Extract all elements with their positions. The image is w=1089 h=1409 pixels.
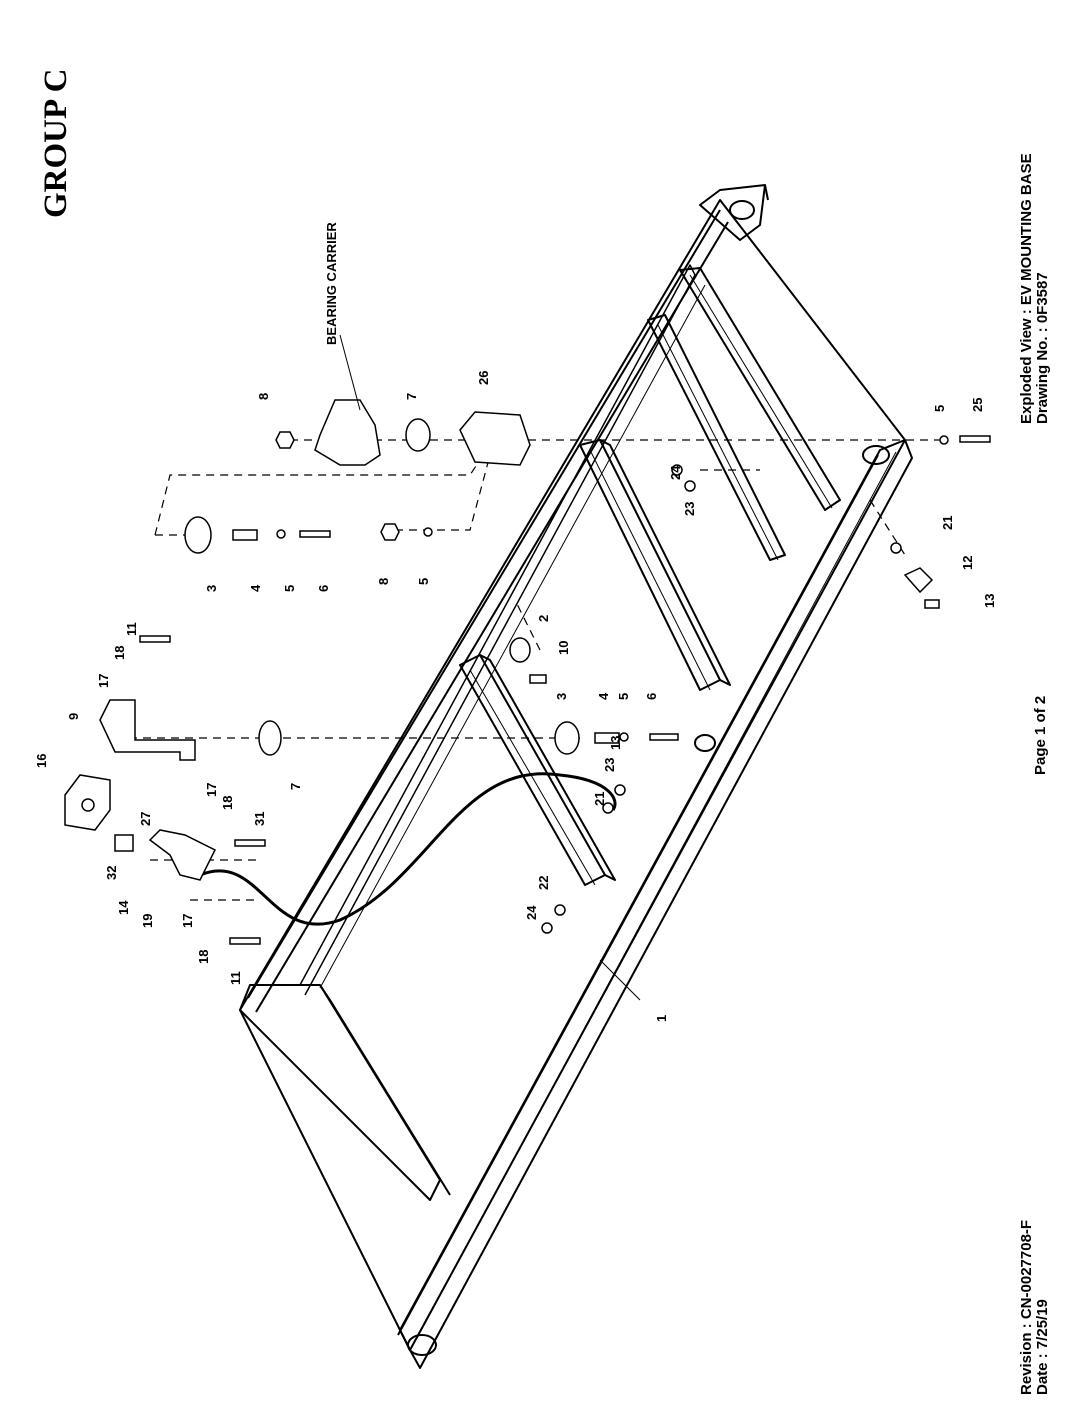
end-plate-right: [700, 185, 765, 240]
callout-1: 1: [654, 1015, 669, 1022]
callout-18c: 18: [196, 950, 211, 964]
frame-outline: [240, 200, 905, 1350]
callout-5c: 5: [616, 693, 631, 700]
callout-27: 27: [138, 812, 153, 826]
callout-9: 9: [66, 713, 81, 720]
callout-5b: 5: [416, 578, 431, 585]
assembly-lines: [115, 440, 940, 900]
callout-6a: 6: [316, 585, 331, 592]
callout-3a: 3: [204, 585, 219, 592]
callout-11a: 11: [124, 622, 139, 636]
callout-23a: 23: [602, 758, 617, 772]
callout-19: 19: [140, 914, 155, 928]
callout-4b: 4: [596, 692, 611, 700]
bolt-part: [300, 531, 330, 537]
bolt-part: [925, 600, 939, 608]
callout-6b: 6: [644, 693, 659, 700]
callout-7b: 7: [404, 393, 419, 400]
bolt-part: [530, 675, 546, 683]
bolt-part: [140, 636, 170, 642]
callout-13a: 13: [608, 736, 623, 750]
callout-21b: 21: [940, 516, 955, 530]
callout-22: 22: [536, 876, 551, 890]
callout-4a: 4: [248, 584, 263, 592]
callout-16: 16: [34, 754, 49, 768]
washer-part: [940, 436, 948, 444]
callout-13b: 13: [982, 594, 997, 608]
callout-7a: 7: [288, 783, 303, 790]
end-hole-right: [863, 446, 889, 464]
callout-12: 12: [960, 556, 975, 570]
callout-18b: 18: [220, 796, 235, 810]
bearing-carrier-label: BEARING CARRIER: [324, 222, 339, 345]
bearing-carrier-part: [315, 400, 380, 465]
washer-part: [424, 528, 432, 536]
callout-14: 14: [116, 900, 131, 915]
callout-24a: 24: [524, 905, 539, 920]
callout-25: 25: [970, 398, 985, 412]
callout-32: 32: [104, 866, 119, 880]
callout-18a: 18: [112, 646, 127, 660]
callout-17a: 17: [96, 674, 111, 688]
callout-5a: 5: [282, 585, 297, 592]
clamp-part: [510, 638, 530, 662]
callout-21a: 21: [592, 792, 607, 806]
bracket-9-part: [100, 700, 195, 760]
parts: [65, 400, 990, 944]
block-32-part: [115, 835, 133, 851]
callout-26: 26: [476, 371, 491, 385]
callout-8a: 8: [376, 578, 391, 585]
callout-10: 10: [556, 641, 571, 655]
callout-17b: 17: [204, 783, 219, 797]
nut-part: [381, 524, 399, 540]
washer-part: [277, 530, 285, 538]
rubber-mount-part: [406, 419, 430, 451]
callout-3b: 3: [554, 693, 569, 700]
cross-member-2: [580, 440, 720, 690]
spacer-part: [233, 530, 257, 540]
callout-5d: 5: [932, 405, 947, 412]
bolt-part: [230, 938, 260, 944]
block-26-part: [460, 412, 530, 465]
bolt-part: [960, 436, 990, 442]
bolt-part: [235, 840, 265, 846]
callout-11b: 11: [228, 971, 243, 985]
callout-2: 2: [536, 615, 551, 622]
callout-17c: 17: [180, 914, 195, 928]
bolt-part: [650, 734, 678, 740]
callout-24b: 24: [668, 465, 683, 480]
nut-part: [276, 432, 294, 448]
callout-31: 31: [252, 812, 267, 826]
callout-23b: 23: [682, 502, 697, 516]
callout-8b: 8: [256, 393, 271, 400]
rubber-mount-part: [259, 721, 281, 755]
mount-part: [555, 722, 579, 754]
clip-part: [905, 568, 932, 592]
callout-layer: 1233445555667788910111112131314161717171…: [34, 371, 997, 1022]
ground-cable: [200, 774, 615, 925]
mount-part: [185, 517, 211, 553]
